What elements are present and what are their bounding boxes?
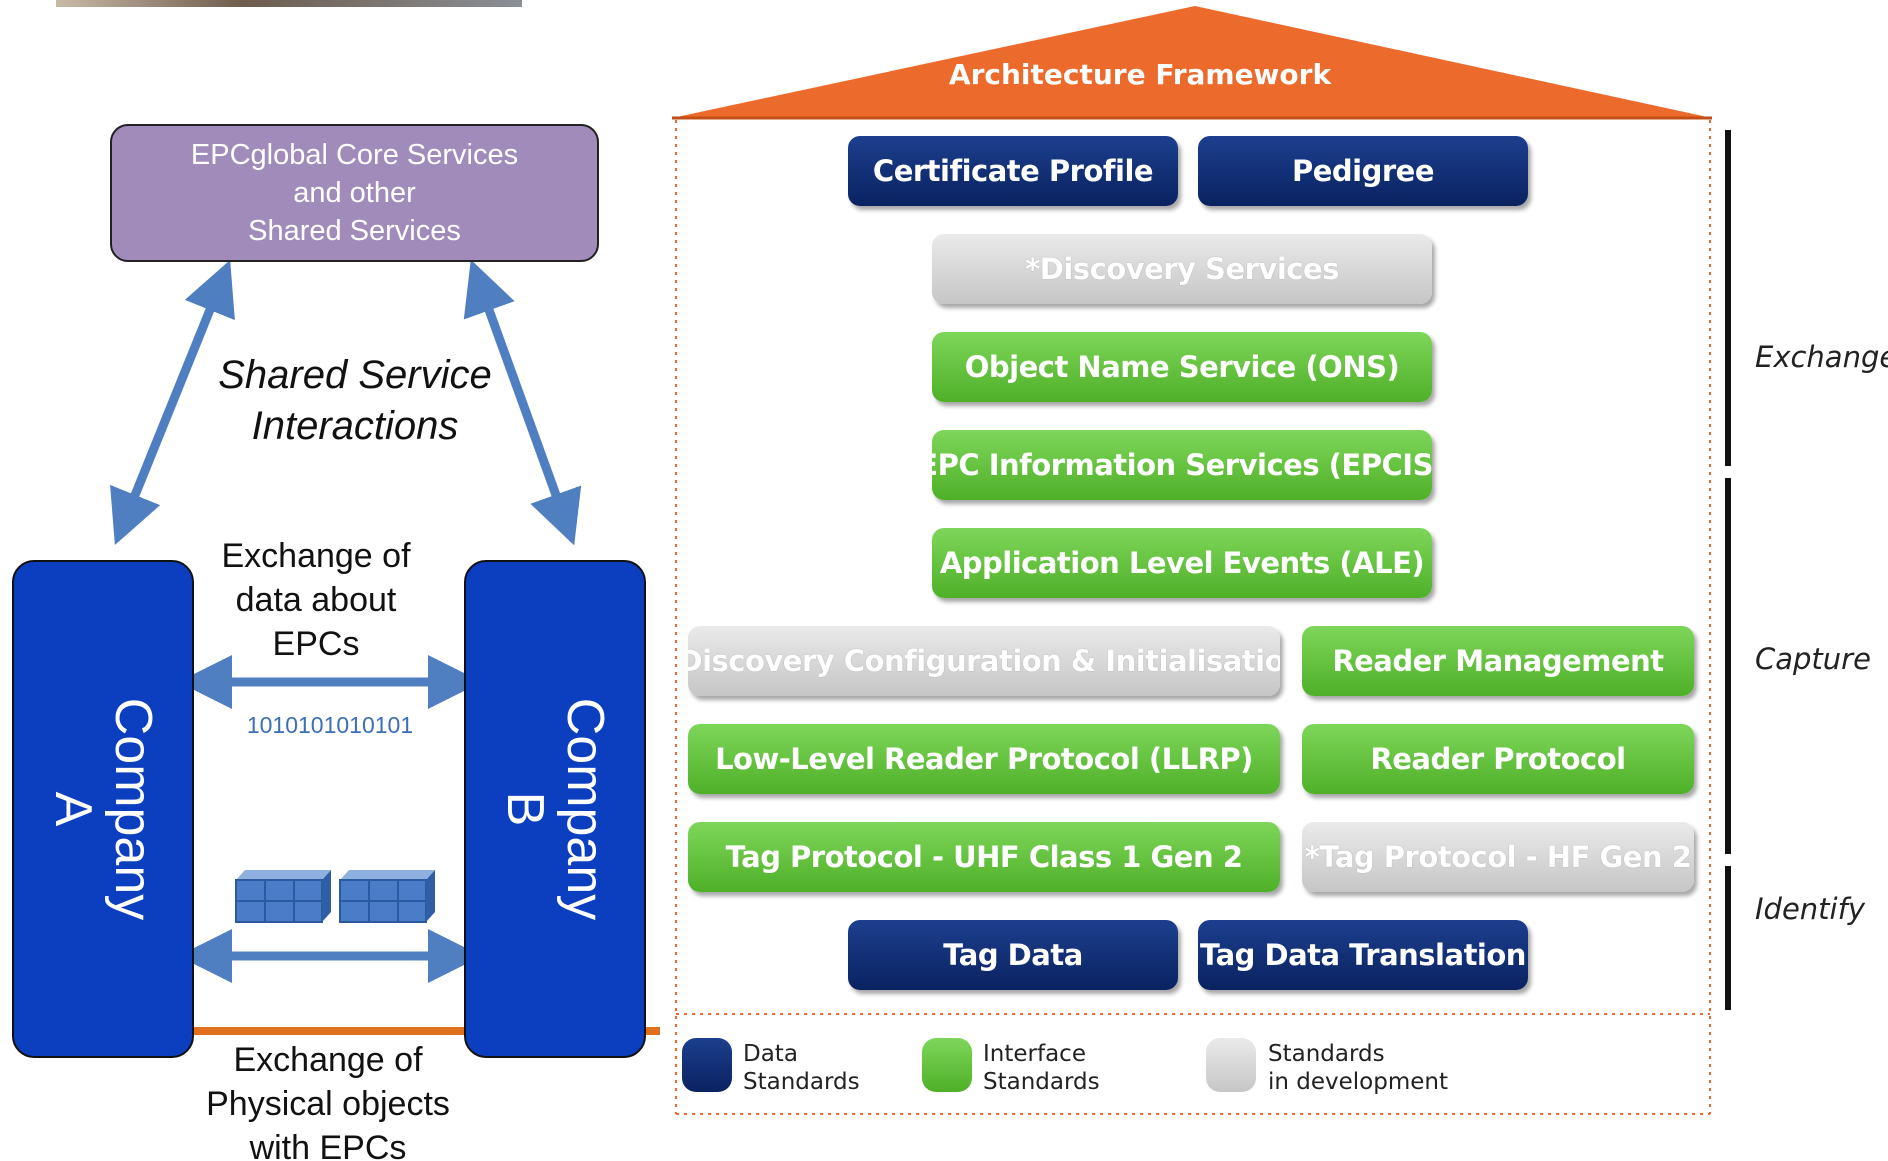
legend-data-line-1: Data [743,1041,798,1067]
legend-interface-text: Interface Standards [983,1040,1100,1096]
llrp-box: Low-Level Reader Protocol (LLRP) [688,724,1280,794]
company-a-line-2: A [44,791,102,827]
binary-data: 1010101010101 [246,712,414,738]
company-b-line-2: B [496,791,554,827]
ons-box: Object Name Service (ONS) [932,332,1432,402]
pedigree-box: Pedigree [1198,136,1528,206]
exchange-label: Exchange [1755,340,1888,374]
architecture-title: Architecture Framework [948,58,1332,91]
legend-development-chip [1206,1038,1256,1092]
data-exchange-line-2: data about [235,581,397,619]
core-services-box: EPCglobal Core Services and other Shared… [110,124,599,262]
data-exchange-line-3: EPCs [272,625,360,663]
reader-management-box: Reader Management [1302,626,1694,696]
pallet-icon [235,870,435,923]
architecture-roof [672,6,1712,118]
certificate-profile-box: Certificate Profile [848,136,1178,206]
physical-exchange-line-1: Exchange of [233,1041,423,1079]
ale-box: Application Level Events (ALE) [932,528,1432,598]
uhf-tag-protocol-box: Tag Protocol - UHF Class 1 Gen 2 [688,822,1280,892]
photo-strip [56,0,522,7]
shared-interactions-label: Shared Service Interactions [190,350,520,452]
epcis-box: EPC Information Services (EPCIS) [932,430,1432,500]
legend-development-line-2: in development [1268,1069,1449,1095]
tag-data-translation-box: Tag Data Translation [1198,920,1528,990]
legend-interface-line-2: Standards [983,1069,1100,1095]
core-services-line-1: EPCglobal Core Services [190,139,519,171]
shared-interactions-line-2: Interactions [251,404,459,448]
discovery-config-box: *Discovery Configuration & Initialisatio… [688,626,1280,696]
data-exchange-label: Exchange of data about EPCs [200,534,432,666]
company-a-label: Company A [43,599,163,1019]
legend-development-text: Standards in development [1268,1040,1448,1096]
reader-protocol-box: Reader Protocol [1302,724,1694,794]
physical-exchange-line-2: Physical objects [206,1085,450,1123]
core-services-line-3: Shared Services [248,215,461,247]
legend-development-line-1: Standards [1268,1041,1385,1067]
legend-interface-line-1: Interface [983,1041,1086,1067]
architecture-frame [675,120,1711,1115]
legend-data-text: Data Standards [743,1040,860,1096]
shared-arrow-left [110,259,235,546]
company-b-box: Company B [464,560,646,1058]
company-a-box: Company A [12,560,194,1058]
legend-interface-chip [922,1038,972,1092]
identify-label: Identify [1755,892,1865,926]
legend-data-line-2: Standards [743,1069,860,1095]
legend-data-chip [682,1038,732,1092]
company-a-line-1: Company [104,697,162,921]
shared-interactions-line-1: Shared Service [218,353,492,397]
physical-exchange-line-3: with EPCs [249,1129,407,1161]
shared-arrow-right [463,259,582,546]
company-b-label: Company B [495,599,615,1019]
physical-exchange-label: Exchange of Physical objects with EPCs [178,1038,478,1161]
discovery-services-box: *Discovery Services [932,234,1432,304]
hf-tag-protocol-box: *Tag Protocol - HF Gen 2 [1302,822,1694,892]
company-b-line-1: Company [556,697,614,921]
tag-data-box: Tag Data [848,920,1178,990]
capture-label: Capture [1755,642,1871,676]
data-exchange-line-1: Exchange of [221,537,411,575]
core-services-line-2: and other [293,177,416,209]
